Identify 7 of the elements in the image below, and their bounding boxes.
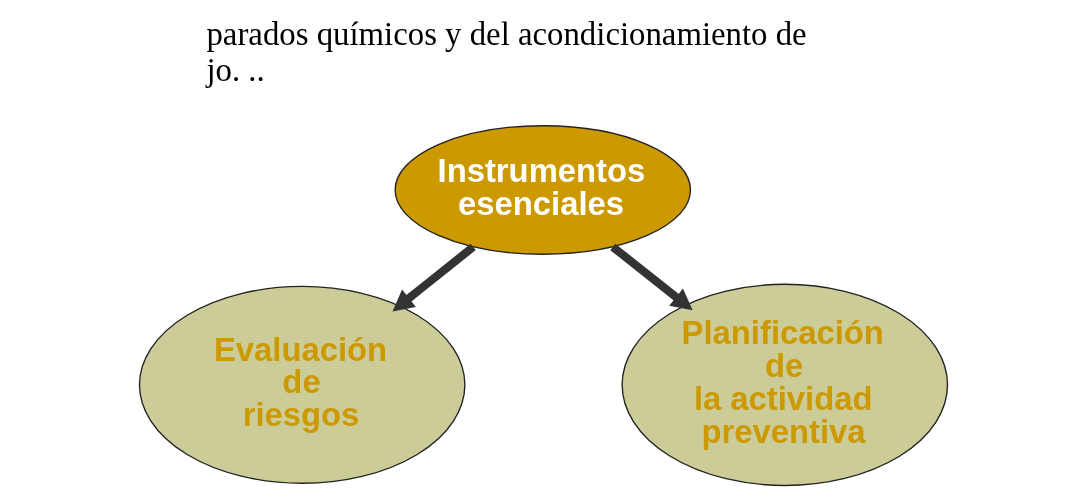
node-ellipse: Planificación de la actividad preventiva (620, 283, 948, 487)
node-ellipse: Instrumentos esenciales (393, 125, 691, 255)
arrow (391, 243, 476, 312)
label: parados químicos y del acondicionamiento de (205, 16, 807, 53)
label: jo. .. (205, 51, 265, 88)
node-ellipse: Evaluación de riesgos (138, 285, 466, 484)
arrow (609, 243, 693, 311)
